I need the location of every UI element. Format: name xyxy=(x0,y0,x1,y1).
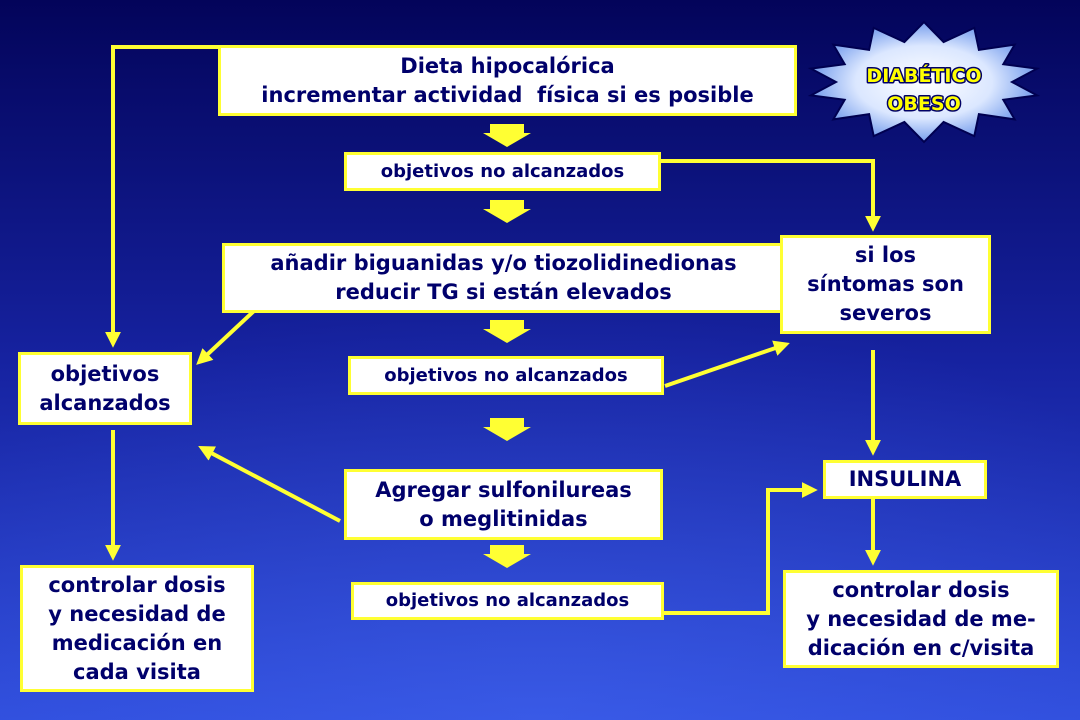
box-text-line: dicación en c/visita xyxy=(807,635,1035,660)
block-arrow-down xyxy=(483,545,531,568)
diabetico-obeso-badge: DIABÉTICO OBESO xyxy=(807,20,1041,144)
box-text-line: severos xyxy=(839,301,932,325)
box-text-line: Dieta hipocalórica xyxy=(400,53,615,78)
box-objetivos-no-alcanzados-2: objetivos no alcanzados xyxy=(348,356,664,395)
box-text-line: síntomas son xyxy=(807,272,964,296)
badge-line: DIABÉTICO xyxy=(866,64,981,87)
box-biguanidas: añadir biguanidas y/o tiozolidinedionas … xyxy=(222,243,785,313)
arrow-dieta-to-alcanzados xyxy=(105,45,220,348)
box-dieta-hipocalorica: Dieta hipocalórica incrementar actividad… xyxy=(218,45,797,116)
block-arrow-down xyxy=(483,320,531,343)
box-text-line: alcanzados xyxy=(39,390,171,415)
box-text-line: objetivos no alcanzados xyxy=(380,160,625,182)
box-objetivos-alcanzados: objetivos alcanzados xyxy=(18,352,192,425)
box-text-line: si los xyxy=(854,243,917,267)
box-objetivos-no-alcanzados-1: objetivos no alcanzados xyxy=(344,152,661,191)
box-text-line: añadir biguanidas y/o tiozolidinedionas xyxy=(270,251,737,275)
box-text-line: INSULINA xyxy=(848,467,962,491)
arrow-biguanidas-to-alcanzados xyxy=(196,309,256,365)
block-arrows xyxy=(483,124,531,568)
starburst-shape xyxy=(807,20,1041,144)
box-text-line: objetivos xyxy=(50,361,160,386)
box-text-line: incrementar actividad física si es posib… xyxy=(261,82,754,107)
badge-line: OBESO xyxy=(887,93,960,115)
box-text-line: controlar dosis xyxy=(48,572,226,597)
box-text-line: o meglitinidas xyxy=(419,506,588,531)
box-sintomas-severos: si los síntomas son severos xyxy=(780,235,991,334)
block-arrow-down xyxy=(483,200,531,223)
box-text-line: objetivos no alcanzados xyxy=(384,364,628,386)
block-arrow-down xyxy=(483,418,531,441)
box-controlar-dosis-izquierda: controlar dosis y necesidad de medicació… xyxy=(20,565,254,692)
arrow-no-alcanzados-3-to-insulina xyxy=(660,482,818,615)
box-text-line: controlar dosis xyxy=(832,577,1010,602)
block-arrow-down xyxy=(483,124,531,147)
box-text-line: cada visita xyxy=(73,659,201,684)
box-objetivos-no-alcanzados-3: objetivos no alcanzados xyxy=(351,582,664,620)
box-sulfonilureas: Agregar sulfonilureas o meglitinidas xyxy=(344,469,663,540)
arrow-sulfonilureas-to-alcanzados xyxy=(198,446,341,523)
box-text-line: y necesidad de me- xyxy=(806,606,1036,631)
arrow-no-alcanzados-1-to-sintomas xyxy=(658,159,881,232)
box-text-line: Agregar sulfonilureas xyxy=(375,477,632,502)
box-text-line: objetivos no alcanzados xyxy=(385,590,630,611)
box-text-line: y necesidad de xyxy=(48,601,226,626)
box-text-line: reducir TG si están elevados xyxy=(335,280,672,304)
box-controlar-dosis-derecha: controlar dosis y necesidad de me- dicac… xyxy=(783,570,1059,668)
box-insulina: INSULINA xyxy=(823,460,987,499)
box-text-line: medicación en xyxy=(51,630,223,655)
arrow-no-alcanzados-2-to-sintomas xyxy=(664,340,790,388)
